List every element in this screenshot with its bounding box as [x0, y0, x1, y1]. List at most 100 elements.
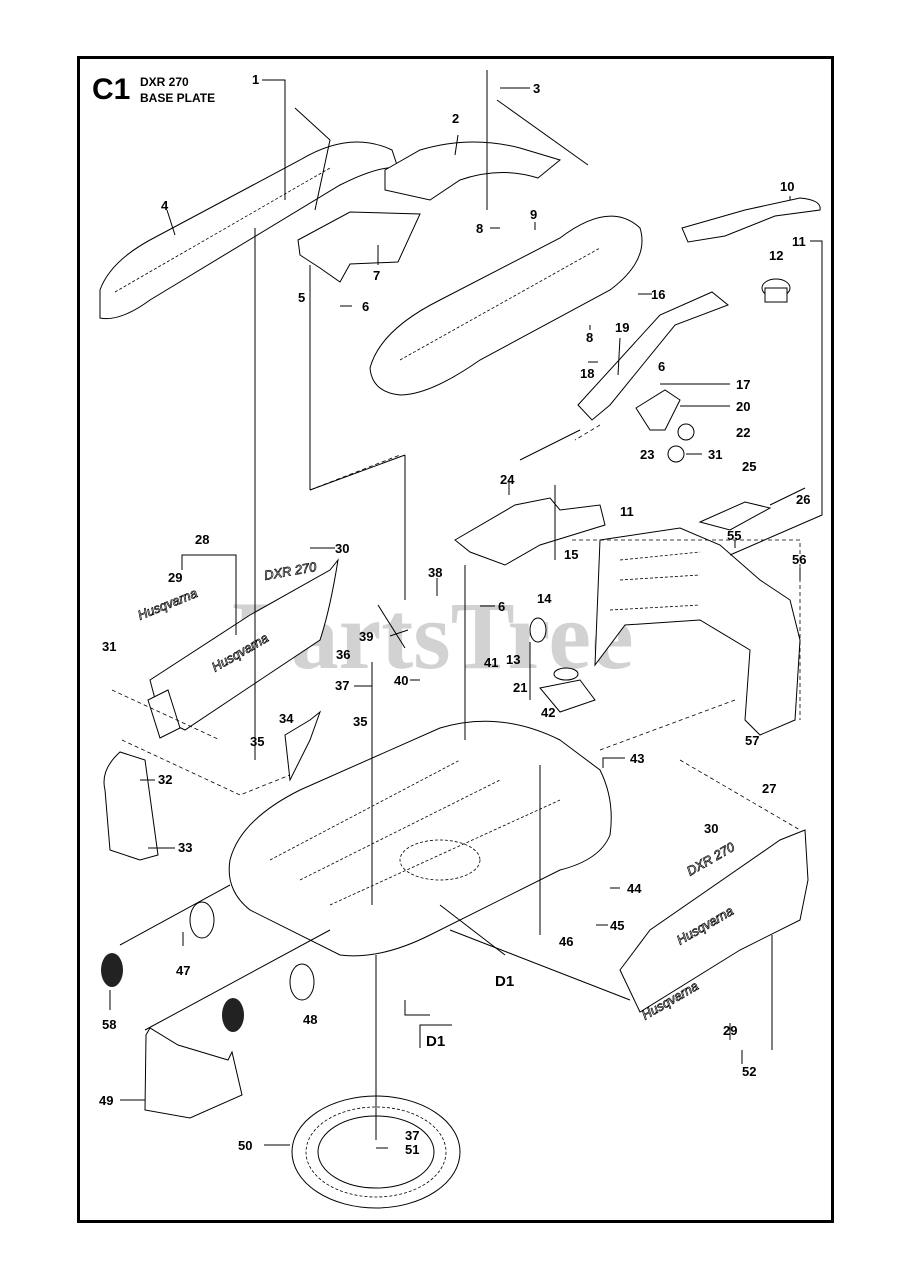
part-2-top-panel[interactable]	[384, 141, 562, 201]
reference-d1[interactable]: D1	[495, 973, 514, 990]
callout-23[interactable]: 23	[640, 447, 654, 462]
part-49-front-guard[interactable]	[144, 1027, 243, 1119]
callout-8[interactable]: 8	[476, 221, 483, 236]
part-23-wheel[interactable]	[667, 445, 685, 463]
callout-15[interactable]: 15	[564, 547, 578, 562]
callout-10[interactable]: 10	[780, 179, 794, 194]
callout-17[interactable]: 17	[736, 377, 750, 392]
callout-7[interactable]: 7	[373, 268, 380, 283]
callout-29[interactable]: 29	[723, 1023, 737, 1038]
callout-37[interactable]: 37	[335, 678, 349, 693]
part-12-cap[interactable]	[761, 278, 791, 303]
part-42-mount-plate[interactable]	[539, 667, 596, 713]
callout-51[interactable]: 51	[405, 1142, 419, 1157]
model-decal: DXR 270	[684, 839, 738, 879]
callout-6[interactable]: 6	[658, 359, 665, 374]
callout-31[interactable]: 31	[102, 639, 116, 654]
part-22-wheel[interactable]	[677, 423, 695, 441]
callout-44[interactable]: 44	[627, 881, 642, 896]
part-52-side-cover[interactable]: Husqvarna	[619, 829, 809, 1013]
callout-12[interactable]: 12	[769, 248, 783, 263]
callout-30[interactable]: 30	[704, 821, 718, 836]
callout-40[interactable]: 40	[394, 673, 408, 688]
callout-48[interactable]: 48	[303, 1012, 317, 1027]
diagram-title: BASE PLATE	[140, 91, 215, 105]
part-25-rail[interactable]	[698, 487, 806, 531]
callout-6[interactable]: 6	[362, 299, 369, 314]
callout-18[interactable]: 18	[580, 366, 594, 381]
callout-11[interactable]: 11	[620, 504, 634, 519]
callout-56[interactable]: 56	[792, 552, 806, 567]
part-28-side-cover[interactable]: Husqvarna	[147, 558, 339, 739]
callout-2[interactable]: 2	[452, 111, 459, 126]
callout-50[interactable]: 50	[238, 1138, 252, 1153]
callout-16[interactable]: 16	[651, 287, 665, 302]
callout-8[interactable]: 8	[586, 330, 593, 345]
callout-9[interactable]: 9	[530, 207, 537, 222]
assembly-lines	[111, 265, 801, 1031]
callout-57[interactable]: 57	[745, 733, 759, 748]
part-24-frame-bracket[interactable]	[454, 497, 606, 566]
callout-52[interactable]: 52	[742, 1064, 756, 1079]
model-name: DXR 270	[140, 75, 189, 89]
part-19-lever-arm[interactable]	[577, 291, 729, 421]
callout-55[interactable]: 55	[727, 528, 741, 543]
part-58-grille[interactable]	[101, 953, 123, 987]
callout-42[interactable]: 42	[541, 705, 555, 720]
callout-19[interactable]: 19	[615, 320, 629, 335]
part-34-plate[interactable]	[284, 710, 322, 782]
part-20-mount[interactable]	[635, 389, 681, 431]
callout-37[interactable]: 37	[405, 1128, 419, 1143]
callout-24[interactable]: 24	[500, 472, 515, 487]
callout-11[interactable]: 11	[792, 234, 806, 249]
callout-33[interactable]: 33	[178, 840, 192, 855]
callout-47[interactable]: 47	[176, 963, 190, 978]
part-39-rod[interactable]	[377, 604, 406, 649]
part-58-grille[interactable]	[222, 998, 244, 1032]
callout-26[interactable]: 26	[796, 492, 810, 507]
callout-4[interactable]: 4	[161, 198, 169, 213]
callout-36[interactable]: 36	[336, 647, 350, 662]
callout-13[interactable]: 13	[506, 652, 520, 667]
callout-20[interactable]: 20	[736, 399, 750, 414]
callout-34[interactable]: 34	[279, 711, 294, 726]
callout-32[interactable]: 32	[158, 772, 172, 787]
callout-46[interactable]: 46	[559, 934, 573, 949]
callout-21[interactable]: 21	[513, 680, 527, 695]
callout-38[interactable]: 38	[428, 565, 442, 580]
callout-27[interactable]: 27	[762, 781, 776, 796]
part-47-bezel[interactable]	[189, 901, 215, 939]
base-plate-main[interactable]	[228, 720, 612, 957]
part-7-bracket[interactable]	[297, 211, 421, 283]
callout-49[interactable]: 49	[99, 1093, 113, 1108]
callout-22[interactable]: 22	[736, 425, 750, 440]
part-33-front-panel[interactable]	[103, 751, 159, 861]
callout-30[interactable]: 30	[335, 541, 349, 556]
callout-35[interactable]: 35	[250, 734, 264, 749]
reference-d1[interactable]: D1	[426, 1033, 445, 1050]
callout-6[interactable]: 6	[498, 599, 505, 614]
callout-5[interactable]: 5	[298, 290, 305, 305]
part-9-cover[interactable]	[369, 215, 643, 396]
part-4-left-cover[interactable]	[99, 141, 399, 320]
callout-28[interactable]: 28	[195, 532, 209, 547]
part-50-slewing-ring[interactable]	[291, 1095, 461, 1209]
callout-41[interactable]: 41	[484, 655, 498, 670]
callout-1[interactable]: 1	[252, 72, 259, 87]
part-48-bezel[interactable]	[289, 963, 315, 1001]
callouts: 1 2 3 4 5 6 7 8 9 10 11 12 16 8 19 18 6 …	[99, 72, 810, 1157]
callout-43[interactable]: 43	[630, 751, 644, 766]
callout-31[interactable]: 31	[708, 447, 722, 462]
part-10-handle-bar[interactable]	[681, 197, 821, 243]
callout-14[interactable]: 14	[537, 591, 552, 606]
reference-d1-box[interactable]: D1	[419, 1024, 452, 1050]
callout-3[interactable]: 3	[533, 81, 540, 96]
part-15-rear-frame[interactable]	[594, 527, 801, 736]
callout-39[interactable]: 39	[359, 629, 373, 644]
callout-25[interactable]: 25	[742, 459, 756, 474]
callout-45[interactable]: 45	[610, 918, 624, 933]
part-14-bushing[interactable]	[529, 617, 547, 643]
callout-58[interactable]: 58	[102, 1017, 116, 1032]
callout-35[interactable]: 35	[353, 714, 367, 729]
callout-29[interactable]: 29	[168, 570, 182, 585]
